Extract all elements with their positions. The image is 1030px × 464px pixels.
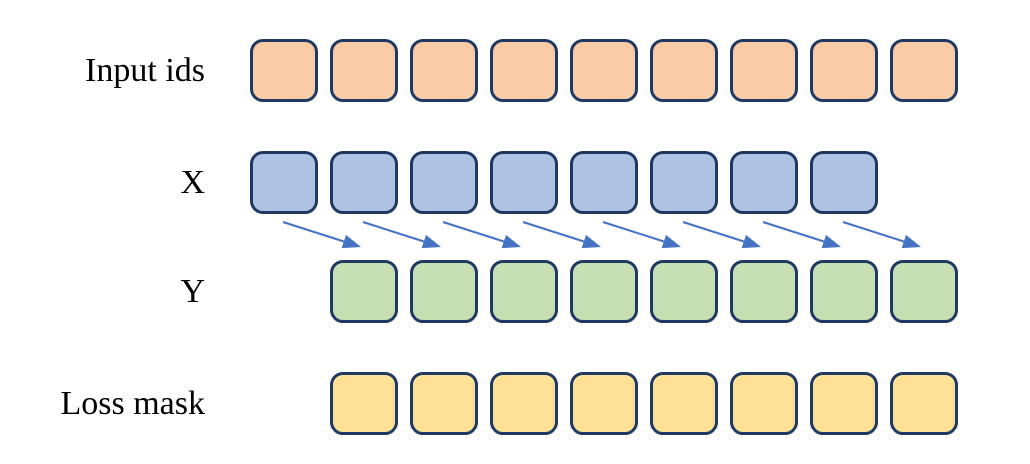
row-label-x: X (180, 164, 205, 201)
cell-x-7 (810, 151, 878, 214)
shift-arrow-3 (522, 221, 601, 249)
cell-y-2 (490, 260, 558, 323)
cell-input_ids-5 (650, 39, 718, 102)
cell-y-5 (730, 260, 798, 323)
cell-input_ids-8 (890, 39, 958, 102)
cell-input_ids-1 (330, 39, 398, 102)
cell-input_ids-2 (410, 39, 478, 102)
row-label-input_ids: Input ids (85, 52, 205, 89)
cell-loss_mask-1 (410, 372, 478, 435)
cell-y-7 (890, 260, 958, 323)
shift-arrow-2 (442, 221, 521, 249)
cell-x-5 (650, 151, 718, 214)
cell-x-3 (490, 151, 558, 214)
cell-input_ids-3 (490, 39, 558, 102)
cell-x-1 (330, 151, 398, 214)
cell-y-6 (810, 260, 878, 323)
cell-loss_mask-2 (490, 372, 558, 435)
cell-y-3 (570, 260, 638, 323)
shift-arrow-0 (282, 221, 361, 249)
cell-y-0 (330, 260, 398, 323)
shift-arrow-1 (362, 221, 441, 249)
shift-arrow-7 (842, 221, 921, 249)
shift-arrow-6 (762, 221, 841, 249)
row-label-loss_mask: Loss mask (60, 385, 206, 422)
cell-x-6 (730, 151, 798, 214)
cell-loss_mask-0 (330, 372, 398, 435)
cell-x-0 (250, 151, 318, 214)
cell-x-2 (410, 151, 478, 214)
cell-loss_mask-5 (730, 372, 798, 435)
shift-arrow-5 (682, 221, 761, 249)
cell-y-1 (410, 260, 478, 323)
cell-y-4 (650, 260, 718, 323)
cell-loss_mask-3 (570, 372, 638, 435)
cell-loss_mask-7 (890, 372, 958, 435)
cell-input_ids-7 (810, 39, 878, 102)
shift-arrow-4 (602, 221, 681, 249)
cell-loss_mask-6 (810, 372, 878, 435)
cell-loss_mask-4 (650, 372, 718, 435)
cell-input_ids-6 (730, 39, 798, 102)
cell-x-4 (570, 151, 638, 214)
cell-input_ids-0 (250, 39, 318, 102)
cell-input_ids-4 (570, 39, 638, 102)
row-label-y: Y (180, 273, 205, 310)
